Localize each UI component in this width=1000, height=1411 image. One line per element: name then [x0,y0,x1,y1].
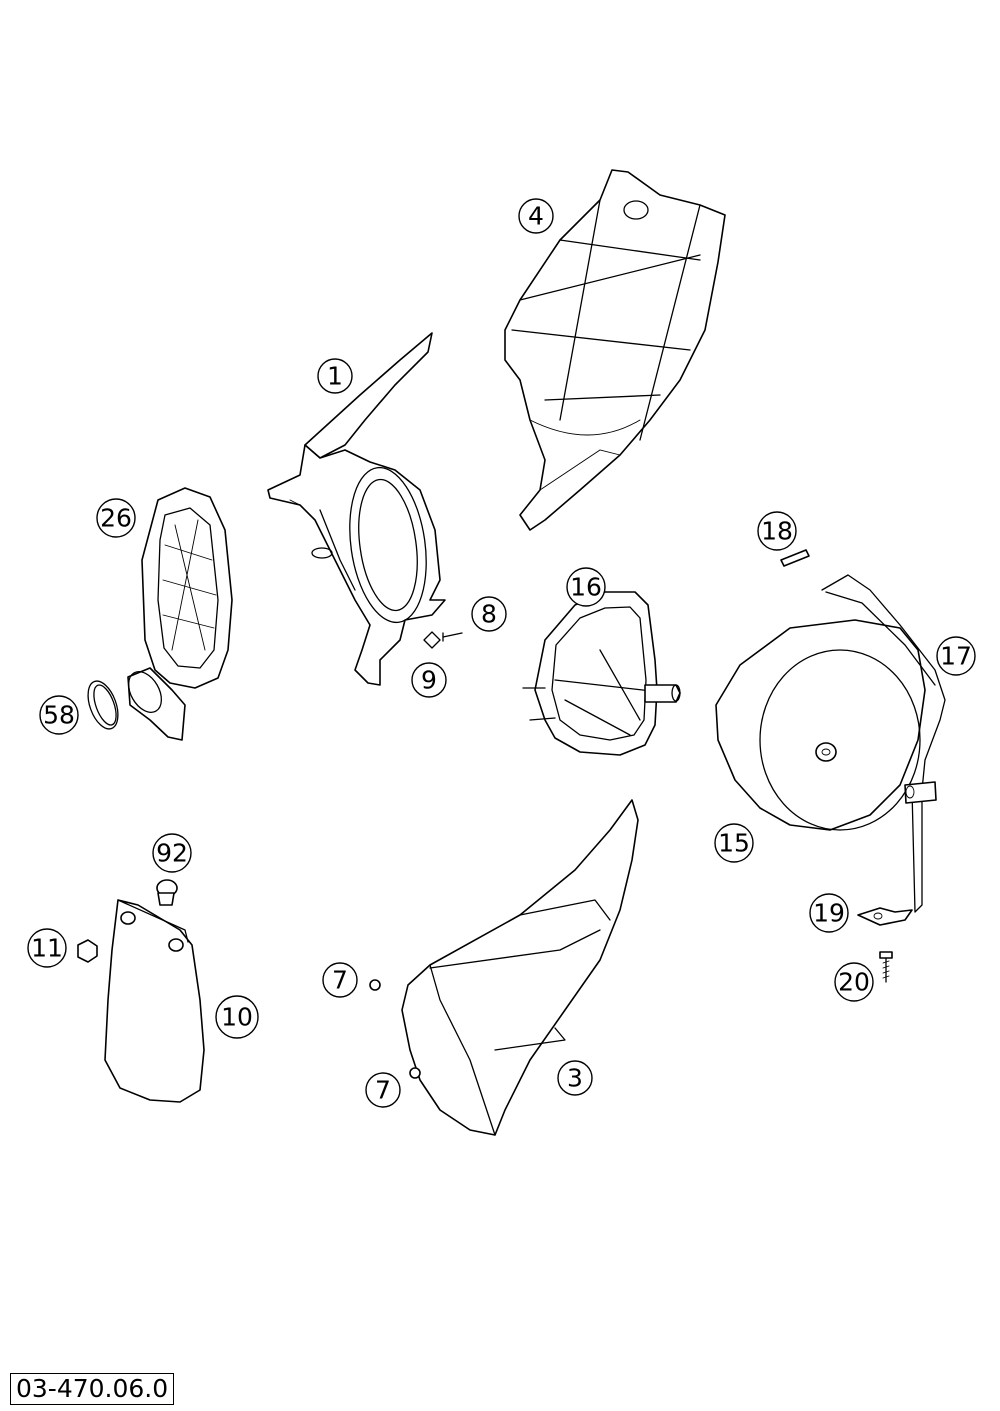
part-16-filter-cage [522,591,681,756]
callout-label-7-lower: 7 [365,1072,401,1108]
svg-text:10: 10 [221,1003,253,1032]
part-1-airbox-frame [267,332,446,686]
callout-label-9: 9 [411,662,447,698]
svg-text:1: 1 [327,362,343,391]
svg-text:58: 58 [43,701,75,730]
part-7-nut-upper [369,979,381,991]
svg-text:92: 92 [156,839,188,868]
svg-text:20: 20 [838,968,870,997]
callout-label-17: 17 [936,636,976,676]
part-10-mud-flap [104,899,205,1103]
svg-text:11: 11 [31,934,63,963]
svg-text:16: 16 [570,573,602,602]
part-8-screw [442,632,463,642]
svg-text:26: 26 [100,504,132,533]
svg-text:9: 9 [421,666,437,695]
part-9-clip [423,631,441,649]
part-3-side-cover [401,799,639,1136]
part-18-pin [780,549,810,567]
callout-label-58: 58 [39,695,79,735]
part-11-nut [77,939,98,963]
callout-label-10: 10 [215,995,259,1039]
svg-text:7: 7 [375,1076,391,1105]
svg-text:18: 18 [761,517,793,546]
callout-label-19: 19 [809,893,849,933]
part-92-bolt [156,879,178,906]
part-7-nut-lower [409,1067,421,1079]
callout-label-8: 8 [471,596,507,632]
svg-text:17: 17 [940,642,972,671]
svg-text:19: 19 [813,899,845,928]
callout-label-1: 1 [317,358,353,394]
part-19-clip [857,907,913,926]
svg-text:15: 15 [718,829,750,858]
callout-label-16: 16 [566,567,606,607]
callout-label-15: 15 [714,823,754,863]
drawing-number: 03-470.06.0 [10,1373,175,1405]
svg-text:4: 4 [528,202,544,231]
part-20-screw [879,951,893,983]
callout-label-7-upper: 7 [322,962,358,998]
part-26-air-filter [127,487,233,741]
callout-label-20: 20 [834,962,874,1002]
part-4-airbox-cover [504,169,726,531]
svg-text:3: 3 [567,1064,583,1093]
callout-label-4: 4 [518,198,554,234]
callout-label-11: 11 [27,928,67,968]
callout-label-92: 92 [152,833,192,873]
svg-text:7: 7 [332,966,348,995]
part-15-filter-element [715,619,926,831]
part-58-clamp [87,680,119,730]
callout-label-18: 18 [757,511,797,551]
part-17-filter-holder [821,574,946,913]
callout-label-26: 26 [96,498,136,538]
svg-text:8: 8 [481,600,497,629]
callout-label-3: 3 [557,1060,593,1096]
